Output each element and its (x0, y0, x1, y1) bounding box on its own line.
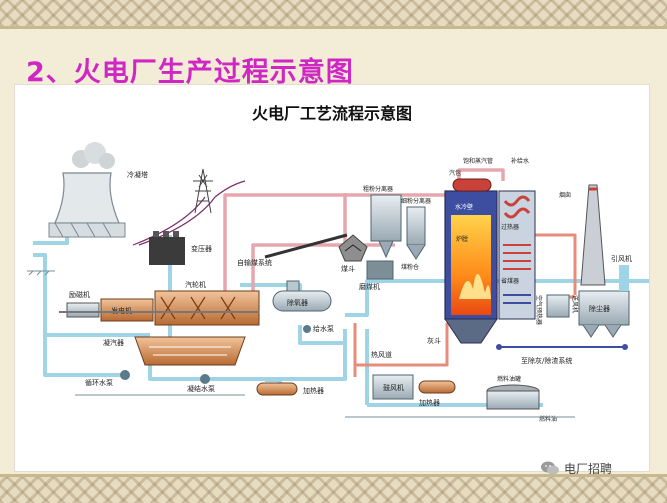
water-supply-label: 补给水 (511, 157, 529, 165)
heater-left-label: 加热器 (303, 386, 324, 395)
fuel-tank-label: 燃料油罐 (497, 375, 521, 383)
fan-label: 送风机 (571, 295, 579, 313)
deaerator-label: 除氧器 (287, 298, 308, 307)
generator-group: 励磁机 发电机 汽轮机 (59, 280, 260, 326)
decorative-border-bottom (0, 474, 667, 503)
fuel-oil-label: 燃料油 (539, 415, 557, 423)
coal-conveyor: 自输煤系统 煤斗 (237, 233, 368, 273)
air-preheater-label: 空气预热器 (535, 295, 543, 325)
transformer-label: 变压器 (191, 244, 212, 253)
reheat-steam-label: 饱和蒸汽管 (463, 157, 493, 165)
chimney-label: 烟囱 (559, 191, 571, 199)
watermark-text: 电厂招聘 (564, 461, 613, 476)
ash-hopper-label: 灰斗 (427, 336, 441, 345)
diagram-title: 火电厂工艺流程示意图 (252, 104, 412, 123)
slide-title: 2、火电厂生产过程示意图 (26, 57, 354, 88)
condenser-label: 凝汽器 (103, 338, 124, 347)
economizer-label: 省煤器 (501, 277, 519, 285)
condensate-pump: 凝结水泵 (187, 374, 215, 393)
coal-mill-label: 磨煤机 (359, 282, 380, 291)
ash-system-label: 至除灰/除渣系统 (521, 356, 572, 365)
separator-label: 粗粉分离器 (363, 185, 393, 193)
diagram-panel: 火电厂工艺流程示意图 (14, 84, 650, 472)
decorative-border-top (0, 0, 667, 29)
precipitator: 除尘器 (578, 290, 630, 338)
coal-bunker-label: 煤斗 (341, 264, 355, 273)
circulating-water-pump: 循环水泵 (85, 370, 130, 387)
process-flow-diagram: 火电厂工艺流程示意图 (27, 104, 649, 423)
induced-fan-label: 引风机 (611, 254, 632, 263)
power-lines (132, 180, 246, 246)
circ-pump-label: 循环水泵 (85, 378, 113, 387)
heater-bottom-label: 加热器 (419, 398, 440, 407)
turbine-label: 汽轮机 (185, 280, 206, 289)
generator-label: 发电机 (111, 306, 132, 315)
watermark: 电厂招聘 (540, 458, 658, 478)
hot-air-duct-label: 热风道 (371, 350, 392, 359)
fuel-tank: 燃料油罐 燃料油 (486, 375, 557, 423)
coal-system-label: 自输煤系统 (237, 258, 272, 267)
precipitator-label: 除尘器 (589, 304, 610, 313)
cooling-tower: 冷凝塔 (48, 142, 148, 238)
chimney: 烟囱 引风机 (559, 184, 632, 291)
blower-label: 鼓风机 (383, 383, 404, 392)
hot-air-group: 热风道 鼓风机 (371, 350, 414, 400)
wechat-icon (541, 461, 559, 475)
cond-pump-label: 凝结水泵 (187, 384, 215, 393)
left-heater: 加热器 (256, 382, 324, 396)
exciter-label: 励磁机 (69, 290, 90, 299)
cyclone-label: 细粉分离器 (401, 197, 431, 205)
condenser: 凝汽器 (103, 336, 246, 366)
boiler-drum-label: 汽包 (449, 169, 461, 177)
powder-bin-label: 煤粉仓 (401, 263, 419, 271)
transmission-tower (193, 168, 213, 214)
cooling-tower-label: 冷凝塔 (127, 170, 148, 179)
fan: 送风机 (546, 294, 579, 318)
deaerator: 除氧器 给水泵 (272, 280, 334, 333)
transformer: 变压器 (149, 231, 212, 265)
backpass: 过热器 省煤器 空气预热器 (496, 190, 628, 350)
feed-pump-label: 给水泵 (313, 324, 334, 333)
ground-lines (27, 270, 575, 418)
boiler: 灰斗 汽包 水冷壁 炉膛 饱和蒸汽管 补给水 (427, 157, 529, 345)
bottom-heater: 加热器 (418, 380, 456, 407)
coal-mill-group: 粗粉分离器 磨煤机 细粉分离器 煤粉仓 (359, 185, 431, 291)
water-wall-label: 水冷壁 (455, 203, 473, 211)
superheater-label: 过热器 (501, 223, 519, 231)
burner-label: 炉膛 (456, 235, 468, 243)
